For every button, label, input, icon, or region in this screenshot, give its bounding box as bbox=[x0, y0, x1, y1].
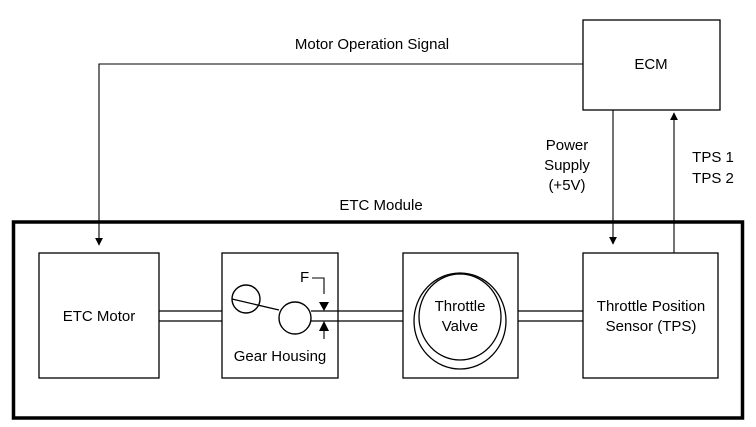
gear-housing-label: Gear Housing bbox=[234, 348, 327, 365]
gap-marker-label: F bbox=[300, 269, 309, 286]
power-supply-label-2: Supply bbox=[544, 157, 590, 174]
tps1-label: TPS 1 bbox=[692, 149, 734, 166]
gap-leader-line bbox=[312, 277, 325, 294]
gap-arrow-up-icon bbox=[319, 321, 329, 331]
gap-arrow-down-icon bbox=[319, 302, 329, 311]
tps-label-1: Throttle Position bbox=[597, 298, 705, 315]
throttle-valve-label-2: Valve bbox=[442, 318, 478, 335]
throttle-valve-label-1: Throttle bbox=[435, 298, 486, 315]
etc-module-frame bbox=[11, 220, 745, 420]
etc-module-title: ETC Module bbox=[339, 197, 422, 214]
gear-link-line bbox=[231, 298, 280, 311]
tps-box bbox=[582, 252, 719, 379]
etc-motor-box bbox=[38, 252, 160, 379]
power-supply-label-3: (+5V) bbox=[548, 177, 585, 194]
motor-operation-signal-label: Motor Operation Signal bbox=[295, 36, 449, 53]
etc-motor-label: ETC Motor bbox=[63, 308, 136, 325]
tps-label-2: Sensor (TPS) bbox=[606, 318, 697, 335]
lower-gear-icon bbox=[278, 301, 312, 335]
tps2-label: TPS 2 bbox=[692, 170, 734, 187]
ecm-label: ECM bbox=[634, 56, 667, 73]
ecm-box bbox=[582, 19, 721, 111]
motor-operation-signal-line bbox=[95, 63, 583, 246]
throttle-plate-icon bbox=[418, 273, 502, 361]
power-supply-label-1: Power bbox=[546, 137, 589, 154]
upper-gear-icon bbox=[231, 284, 261, 314]
